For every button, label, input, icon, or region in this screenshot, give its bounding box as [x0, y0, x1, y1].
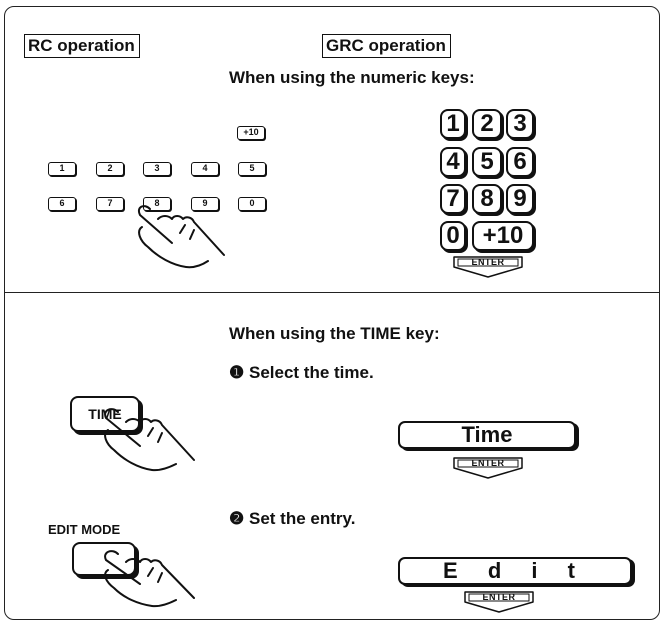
grc-key-4[interactable]: 4 [440, 147, 466, 177]
rc-key-7[interactable]: 7 [96, 197, 124, 211]
grc-key-8[interactable]: 8 [472, 184, 502, 214]
step-1-text: Select the time. [248, 363, 374, 382]
grc-operation-label: GRC operation [322, 34, 451, 58]
edit-enter-tag[interactable]: ENTER [463, 591, 535, 613]
pressing-hand-icon [104, 408, 195, 472]
section-divider [4, 292, 660, 293]
time-key-heading: When using the TIME key: [229, 324, 440, 343]
pressing-hand-icon [104, 550, 195, 608]
step-2-number: ❷ [229, 509, 245, 528]
enter-arrow-icon [453, 457, 523, 479]
enter-label: ENTER [471, 257, 505, 267]
enter-label: ENTER [482, 592, 516, 602]
rc-key-2[interactable]: 2 [96, 162, 124, 176]
rc-key-plus10[interactable]: +10 [237, 126, 265, 140]
enter-arrow-icon [464, 591, 534, 613]
rc-key-0[interactable]: 0 [238, 197, 266, 211]
grc-key-2[interactable]: 2 [472, 109, 502, 139]
numeric-keys-heading: When using the numeric keys: [229, 68, 475, 87]
step-2-text: Set the entry. [248, 509, 356, 528]
grc-key-9[interactable]: 9 [506, 184, 534, 214]
step-1: ❶ Select the time. [229, 363, 374, 383]
rc-key-5[interactable]: 5 [238, 162, 266, 176]
pressing-hand-icon [138, 205, 225, 269]
rc-key-6[interactable]: 6 [48, 197, 76, 211]
grc-key-0[interactable]: 0 [440, 221, 466, 251]
enter-label: ENTER [471, 458, 505, 468]
rc-key-3[interactable]: 3 [143, 162, 171, 176]
grc-key-1[interactable]: 1 [440, 109, 466, 139]
instruction-panel [4, 6, 660, 620]
rc-key-8[interactable]: 8 [143, 197, 171, 211]
step-2: ❷ Set the entry. [229, 509, 355, 529]
grc-key-plus10[interactable]: +10 [472, 221, 534, 251]
rc-key-4[interactable]: 4 [191, 162, 219, 176]
grc-key-3[interactable]: 3 [506, 109, 534, 139]
grc-key-6[interactable]: 6 [506, 147, 534, 177]
edit-mode-label: EDIT MODE [48, 522, 121, 537]
rc-key-1[interactable]: 1 [48, 162, 76, 176]
step-1-number: ❶ [229, 363, 245, 382]
enter-arrow-icon [453, 256, 523, 278]
rc-operation-label: RC operation [24, 34, 140, 58]
numeric-enter-tag[interactable]: ENTER [452, 256, 524, 278]
time-enter-tag[interactable]: ENTER [452, 457, 524, 479]
grc-key-5[interactable]: 5 [472, 147, 502, 177]
grc-key-7[interactable]: 7 [440, 184, 466, 214]
time-display: Time [398, 421, 576, 449]
rc-key-9[interactable]: 9 [191, 197, 219, 211]
edit-display: E d i t [398, 557, 632, 585]
